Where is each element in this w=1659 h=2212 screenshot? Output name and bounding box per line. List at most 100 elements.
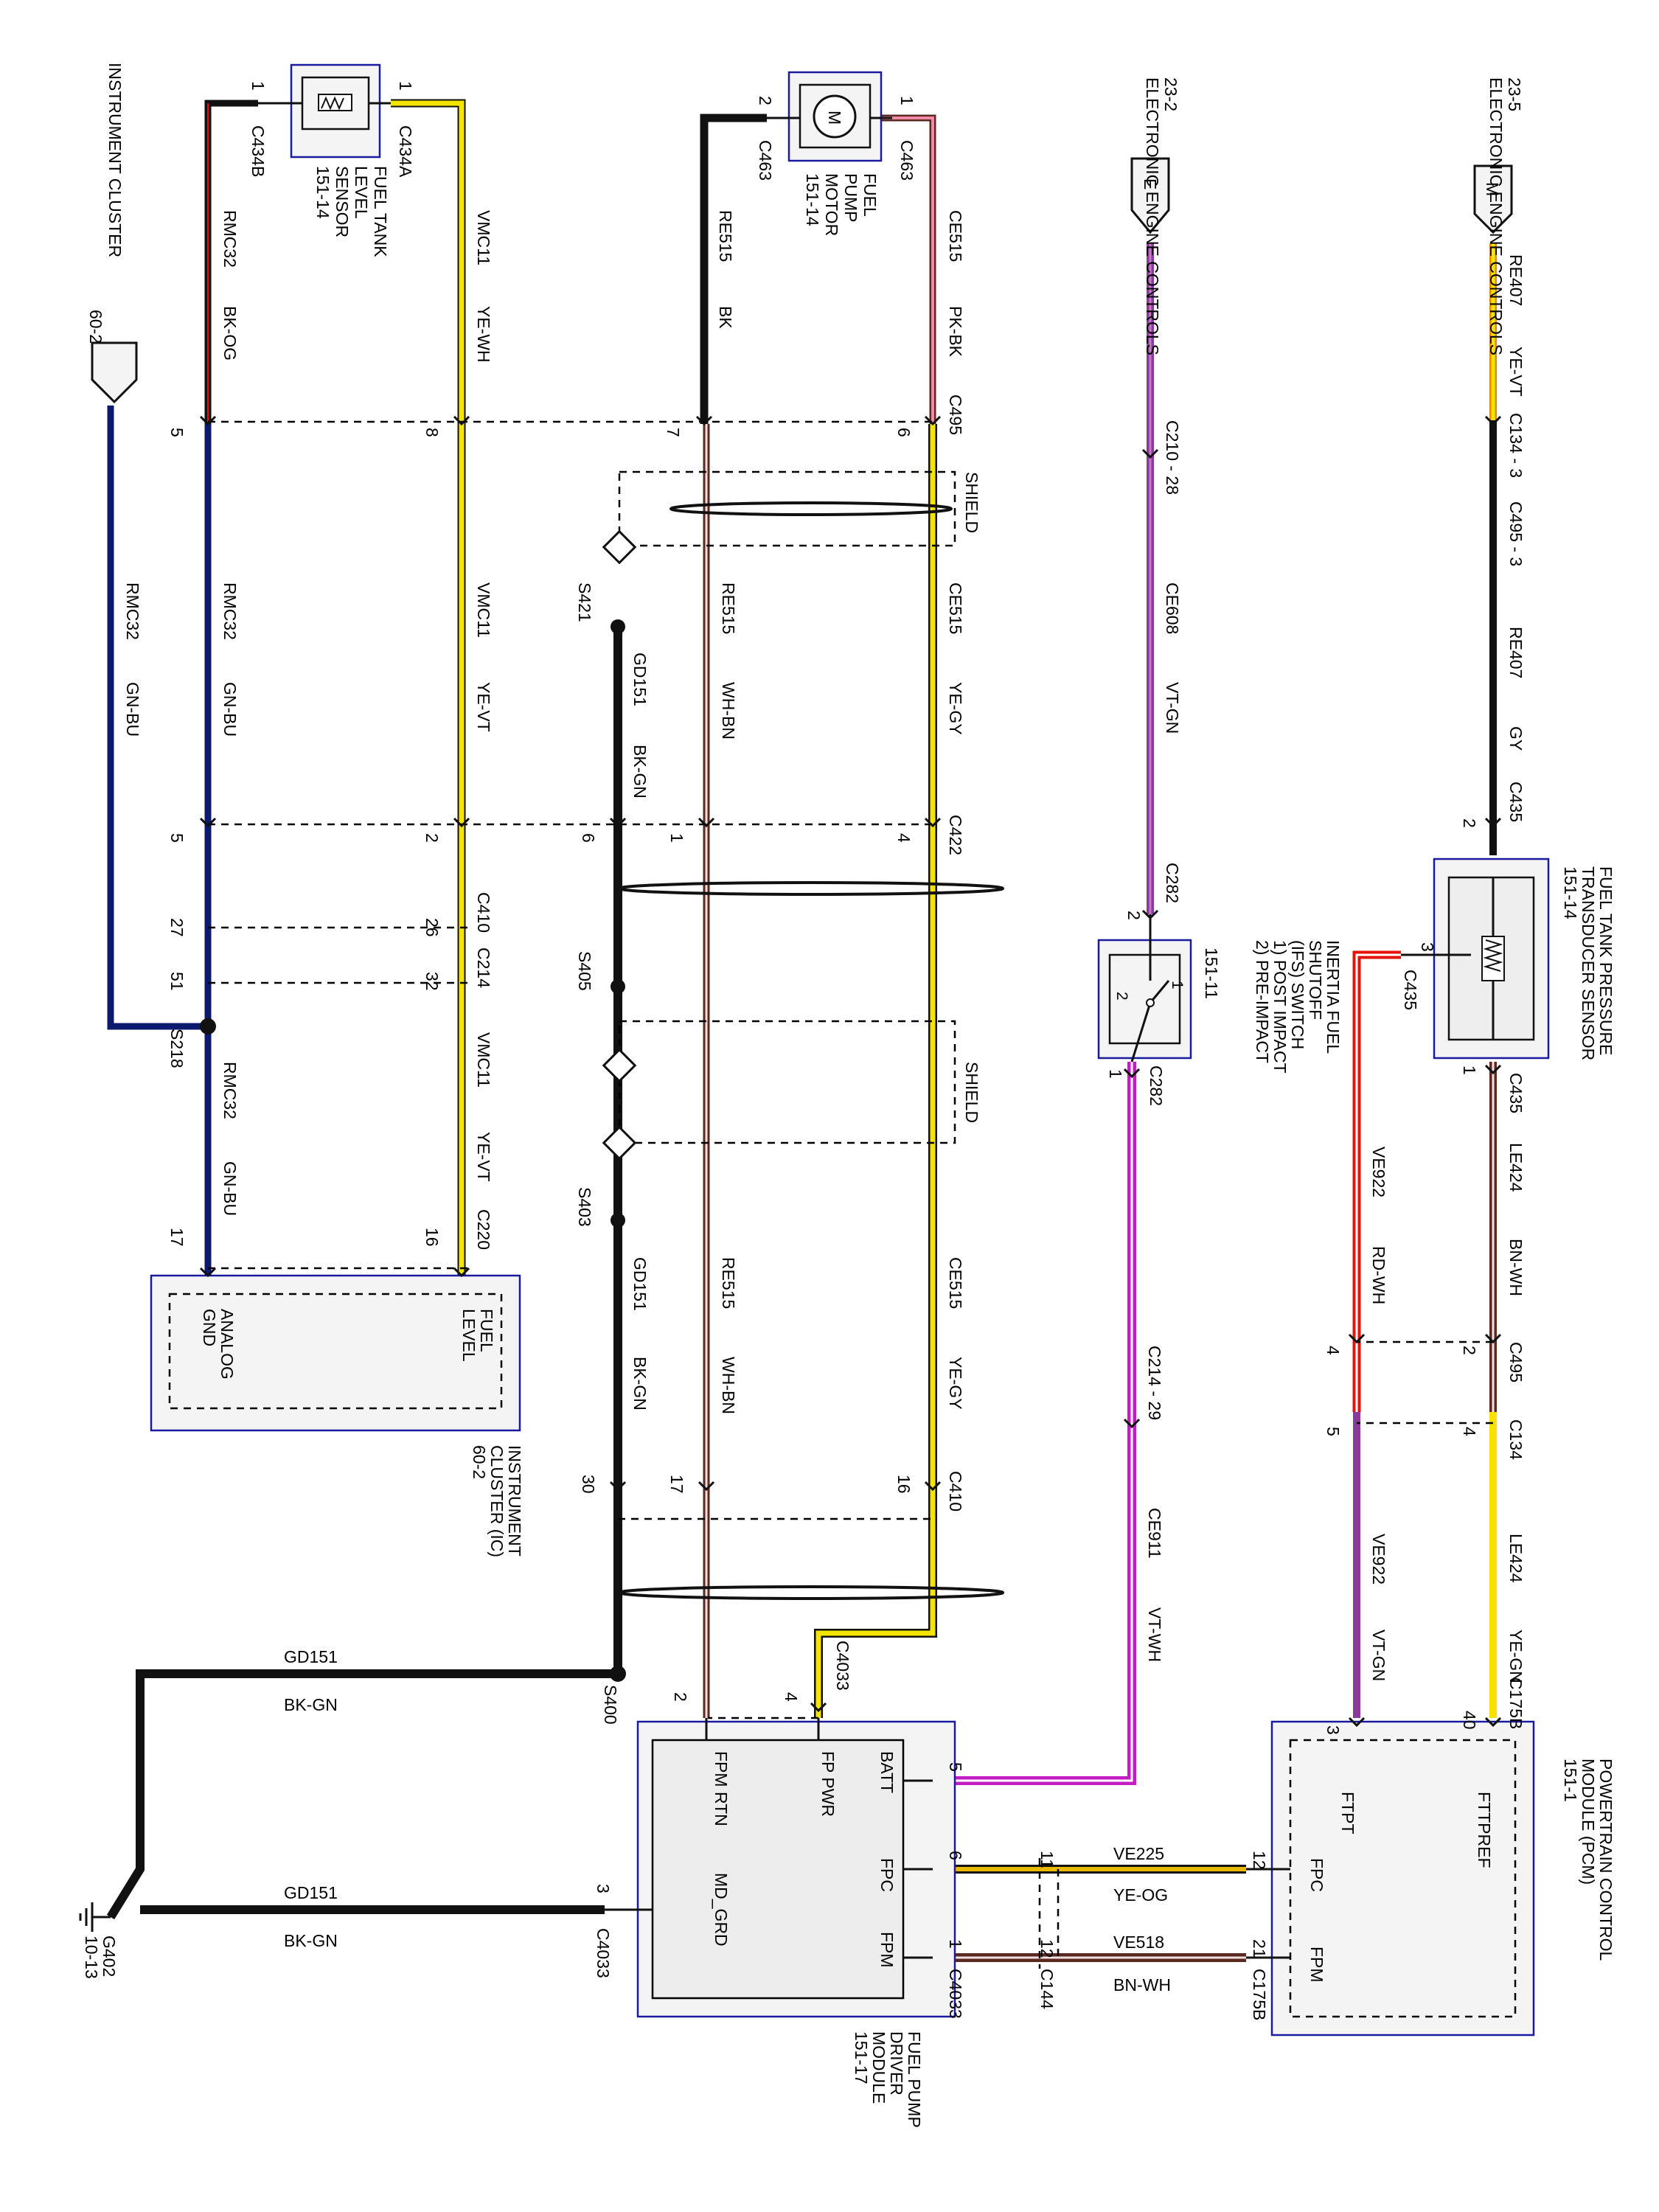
pin-4-d: 4	[1460, 1427, 1479, 1436]
ic-pin-gnd2: GND	[200, 1309, 219, 1346]
pin-2-b: 2	[422, 833, 442, 843]
ecc-m-symbol: M	[1483, 182, 1502, 196]
fuel-pump-driver-module	[605, 1718, 956, 2018]
ce515-mid: CE515	[946, 582, 965, 634]
ve518-label: VE518	[1113, 1933, 1164, 1952]
ic-name2: CLUSTER (IC)	[487, 1445, 507, 1557]
pin-7-a: 7	[664, 428, 683, 437]
gd151-mid: GD151	[630, 653, 650, 706]
pin-1-a: 1	[248, 81, 268, 91]
splice-s421	[602, 529, 637, 634]
ifs-switch	[1097, 914, 1192, 1062]
ifs-pos1: 1	[1169, 981, 1186, 990]
c220-label: C220	[474, 1209, 493, 1250]
pin-26: 26	[422, 918, 442, 937]
rdwh: RD-WH	[1369, 1246, 1388, 1304]
c435-top: C435	[1506, 782, 1526, 822]
ps-name1: FUEL TANK PRESSURE	[1596, 866, 1615, 1055]
bnwh-v: BN-WH	[1506, 1239, 1526, 1296]
yeog-label: YE-OG	[1113, 1885, 1168, 1905]
ps-ref: 151-14	[1561, 866, 1580, 919]
yevt-mid: YE-VT	[474, 682, 493, 732]
pin-1-c: 1	[897, 96, 917, 105]
c214-label: C214	[474, 947, 493, 988]
c214-29-label: C214 - 29	[1145, 1346, 1164, 1420]
splice-s400	[610, 1666, 626, 1682]
pcm-fpc: FPC	[1307, 1858, 1326, 1892]
wire-rmc32-bkog	[204, 100, 258, 424]
le424-a: LE424	[1506, 1143, 1526, 1192]
re407-mid: RE407	[1506, 627, 1526, 678]
pin-3-a: 3	[594, 1884, 613, 1893]
c410-mid: C410	[474, 892, 493, 933]
pin-6-b: 6	[579, 833, 598, 843]
text-layer: INSTRUMENT CLUSTER 60-2 FUEL TANK LEVEL …	[82, 63, 1615, 2128]
pin-17-a: 17	[167, 1228, 187, 1247]
yewh: YE-WH	[474, 306, 493, 363]
pcm-ref: 151-1	[1561, 1759, 1580, 1802]
c495-3: C495 - 3	[1506, 501, 1526, 566]
pin-5-b: 5	[167, 833, 187, 843]
pin-1-g: 1	[1460, 1065, 1479, 1075]
pin-2-d: 2	[1124, 911, 1144, 920]
gnbu-mid: GN-BU	[220, 682, 240, 737]
bkgn-mid: BK-GN	[630, 745, 650, 799]
gd151-h2: GD151	[284, 1883, 338, 1902]
splice-s405	[602, 979, 637, 1083]
pcm-fttpref: FTTPREF	[1475, 1792, 1494, 1868]
rmc32-left: RMC32	[123, 582, 142, 640]
ve922-b: VE922	[1369, 1534, 1388, 1585]
pcm-name1: POWERTRAIN CONTROL	[1596, 1759, 1615, 1961]
pin-40: 40	[1460, 1711, 1479, 1730]
whbn-mid: WH-BN	[719, 682, 738, 740]
re515-top: RE515	[716, 210, 735, 262]
wire-gd151	[106, 627, 622, 1920]
pcm-name2: MODULE (PCM)	[1579, 1759, 1598, 1885]
pin-51: 51	[167, 972, 187, 991]
c463-left: C463	[756, 140, 775, 181]
c435-mid: C435	[1401, 970, 1420, 1010]
connector-chevrons	[199, 415, 1502, 1728]
pin-6-a: 6	[894, 428, 914, 437]
pin-12-b: 12	[1250, 1851, 1269, 1870]
bnwh-h-label: BN-WH	[1113, 1975, 1171, 1994]
c175b-bottom: C175B	[1250, 1969, 1269, 2020]
yevt-low: YE-VT	[474, 1132, 493, 1182]
c463-right: C463	[897, 140, 917, 181]
ecc-e-connector	[1130, 157, 1170, 234]
ecc-e-symbol: E	[1141, 178, 1160, 189]
vtgn-e-label: VT-GN	[1163, 682, 1182, 734]
rmc32-mid: RMC32	[220, 582, 240, 640]
sensor-name2: LEVEL	[352, 166, 371, 219]
yegy-mid: YE-GY	[946, 682, 965, 735]
c134-low: C134	[1506, 1419, 1526, 1460]
ground-ref: 10-13	[82, 1935, 101, 1979]
ve225-label: VE225	[1113, 1844, 1164, 1863]
fpdm-batt: BATT	[877, 1751, 897, 1793]
fpdm-ref: 151-17	[852, 2031, 871, 2084]
twisted-pair-marks	[618, 501, 1004, 1600]
fpdm-fpm: FPM	[877, 1932, 897, 1968]
ic-top-ref: 60-2	[86, 310, 105, 344]
pin-5-c: 5	[946, 1762, 965, 1772]
c144-label: C144	[1037, 1969, 1057, 2009]
pin-32: 32	[422, 972, 442, 991]
bkgn-h2: BK-GN	[284, 1931, 338, 1950]
s218-label: S218	[167, 1029, 187, 1068]
pin-27: 27	[167, 918, 187, 937]
pin-2-f: 2	[1460, 1346, 1479, 1355]
sensor-name3: SENSOR	[333, 166, 352, 237]
motor-symbol: M	[825, 111, 844, 125]
re515-mid: RE515	[719, 582, 738, 634]
pcm-ftpt: FTPT	[1338, 1792, 1357, 1834]
ifs-name2: SHUTOFF	[1306, 940, 1325, 1020]
pcm-module	[1246, 1720, 1535, 2037]
le424-b: LE424	[1506, 1534, 1526, 1583]
pin-1-d: 1	[667, 833, 686, 843]
fuel-tank-level-sensor	[258, 63, 391, 159]
shield-1: SHIELD	[962, 472, 981, 533]
splice-s403	[602, 1125, 637, 1228]
splice-s218	[200, 1018, 216, 1034]
fpdm-name1: FUEL PUMP	[905, 2031, 924, 2128]
fuel-pump-motor	[767, 71, 892, 162]
